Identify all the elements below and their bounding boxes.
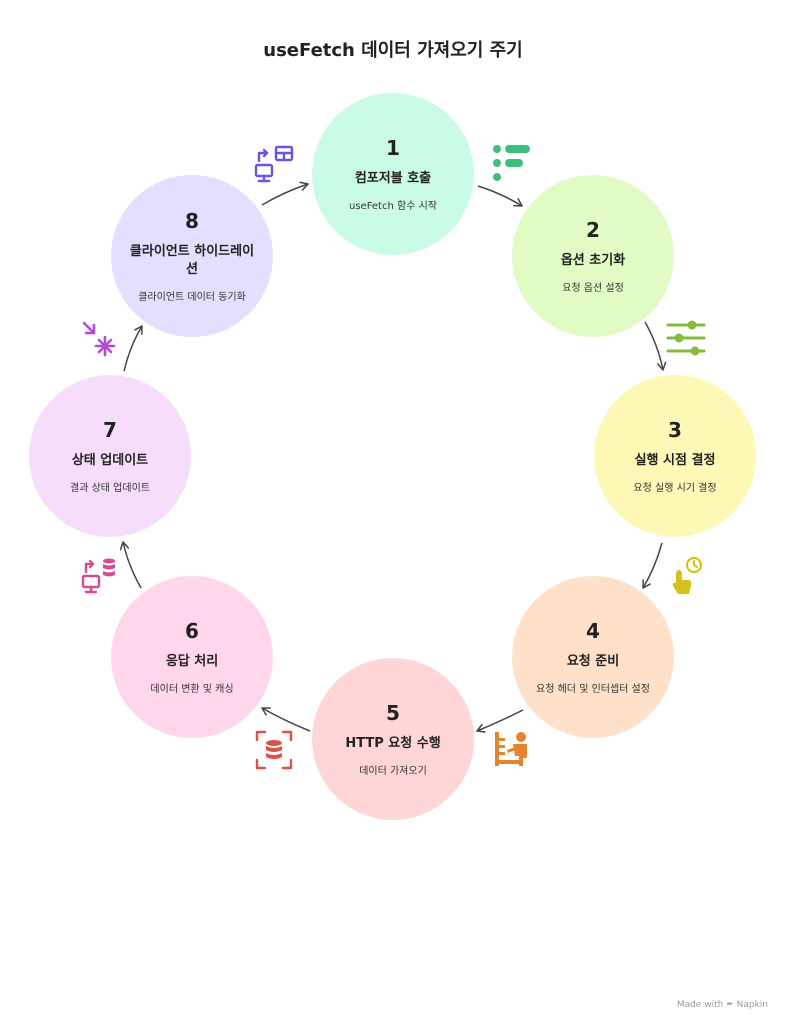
arrow-7-to-8 [123,325,143,372]
step-description: 요청 옵션 설정 [562,282,624,294]
step-label: 클라이언트 하이드레이션 [129,243,255,277]
arrow-5-to-6 [261,707,311,732]
footer-credit[interactable]: Made with ✒ Napkin [677,1000,768,1010]
step-number: 4 [586,618,600,643]
tap-clock-icon [672,556,703,594]
napkin-logo-icon: ✒ [726,1000,734,1010]
step-description: useFetch 함수 시작 [349,200,437,212]
step-number: 3 [668,417,682,442]
step-circle-2: 2 옵션 초기화 요청 옵션 설정 [512,175,674,337]
step-number: 6 [185,618,199,643]
step-number: 2 [586,217,600,242]
sliders-icon [666,320,706,356]
step-description: 클라이언트 데이터 동기화 [138,291,246,303]
step-label: 응답 처리 [165,653,219,669]
arrow-1-to-2 [477,185,523,207]
step-circle-1: 1 컴포저블 호출 useFetch 함수 시작 [312,93,474,255]
brand-text: Napkin [736,1000,768,1010]
computer-sync-icon [254,145,294,183]
step-label: HTTP 요청 수행 [345,735,441,751]
step-description: 요청 헤더 및 인터셉터 설정 [536,683,650,695]
step-number: 8 [185,208,199,233]
arrow-2-to-3 [644,321,667,371]
arrow-3-to-4 [642,542,663,589]
step-description: 요청 실행 시기 결정 [633,482,717,494]
step-circle-6: 6 응답 처리 데이터 변환 및 캐싱 [111,576,273,738]
step-description: 데이터 변환 및 캐싱 [150,683,234,695]
step-circle-8: 8 클라이언트 하이드레이션 클라이언트 데이터 동기화 [111,175,273,337]
computer-database-icon [81,558,115,594]
arrow-6-to-7 [119,541,142,589]
worker-desk-icon [495,732,527,766]
step-number: 5 [386,700,400,725]
step-circle-5: 5 HTTP 요청 수행 데이터 가져오기 [312,658,474,820]
step-number: 7 [103,417,117,442]
arrow-8-to-1 [261,181,309,206]
step-description: 결과 상태 업데이트 [70,482,150,494]
step-label: 상태 업데이트 [71,452,149,468]
step-description: 데이터 가져오기 [359,765,427,777]
diagram-title: useFetch 데이터 가져오기 주기 [263,40,523,61]
sparkle-arrow-icon [82,321,116,357]
expand-database-icon [255,730,293,770]
list-icon [493,145,530,181]
step-label: 실행 시점 결정 [634,452,716,468]
made-with-text: Made with [676,1000,724,1010]
step-circle-3: 3 실행 시점 결정 요청 실행 시기 결정 [594,375,756,537]
step-number: 1 [386,135,400,160]
arrow-4-to-5 [476,709,524,733]
step-circle-7: 7 상태 업데이트 결과 상태 업데이트 [29,375,191,537]
step-label: 요청 준비 [566,653,620,669]
step-circle-4: 4 요청 준비 요청 헤더 및 인터셉터 설정 [512,576,674,738]
step-label: 컴포저블 호출 [354,170,432,186]
step-label: 옵션 초기화 [560,252,626,268]
